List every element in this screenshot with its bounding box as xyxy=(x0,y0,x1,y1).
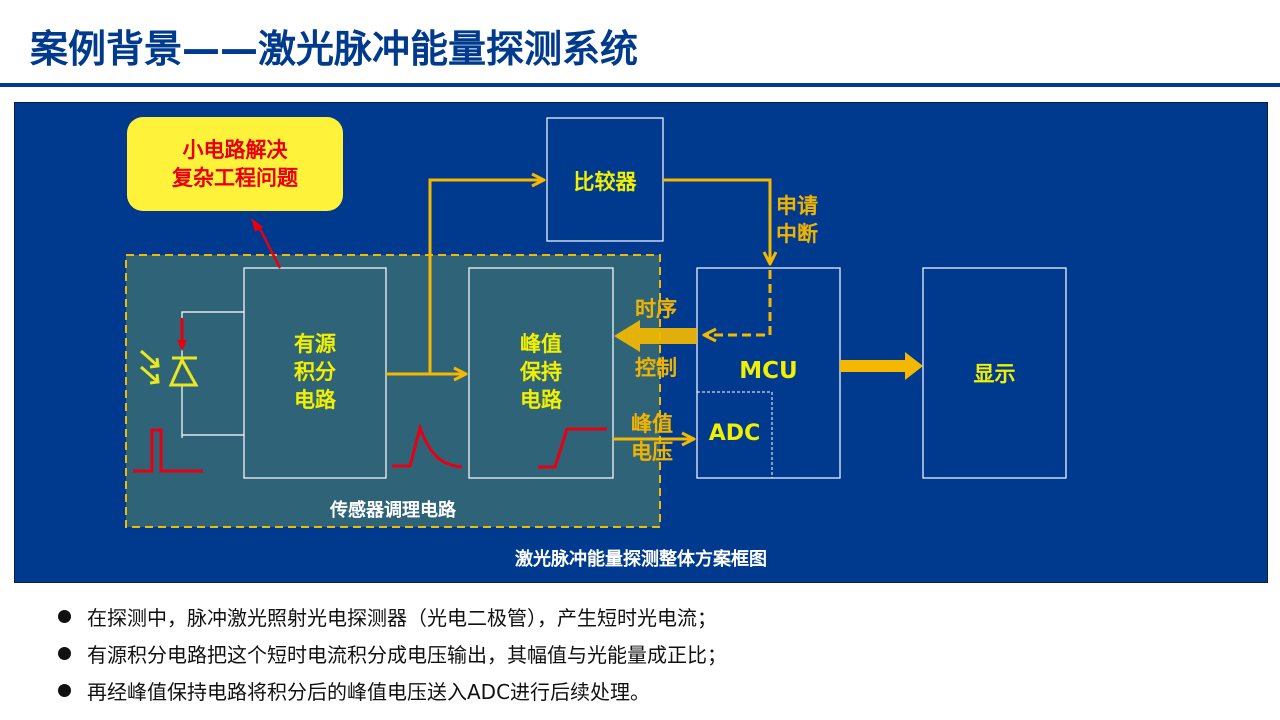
interrupt-request-label-line: 申请 xyxy=(776,194,818,218)
peak-hold-label-line: 保持 xyxy=(520,360,562,384)
callout-line-1: 小电路解决 xyxy=(182,138,288,162)
peak-hold-label-line: 电路 xyxy=(520,388,562,412)
pulse-waveform xyxy=(133,428,203,473)
peak-voltage-label-line: 电压 xyxy=(631,440,673,464)
bullet-item: 在探测中，脉冲激光照射光电探测器（光电二极管），产生短时光电流； xyxy=(58,598,727,635)
peak-voltage-label: 峰值 电压 xyxy=(631,410,673,466)
held-waveform xyxy=(538,427,607,469)
light-rays-icon xyxy=(140,349,160,385)
adc-label: ADC xyxy=(708,421,761,446)
interrupt-request-label: 申请 中断 xyxy=(776,192,818,248)
display-block xyxy=(922,267,1067,479)
timing-label-bottom: 控制 xyxy=(635,356,677,380)
mcu-block xyxy=(696,267,841,479)
callout-pointer-icon xyxy=(251,218,282,269)
sensor-group-box xyxy=(125,254,661,528)
timing-control-arrow xyxy=(614,320,697,352)
comparator-label: 比较器 xyxy=(573,170,637,194)
photodiode-icon xyxy=(168,356,199,387)
integrator-label-line: 有源 xyxy=(294,332,336,356)
title-divider xyxy=(0,83,1280,87)
bullet-list: 在探测中，脉冲激光照射光电探测器（光电二极管），产生短时光电流； 有源积分电路把… xyxy=(58,598,727,709)
current-arrow-icon xyxy=(177,318,187,351)
diagram-caption: 激光脉冲能量探测整体方案框图 xyxy=(515,549,767,570)
peak-hold-label-line: 峰值 xyxy=(520,332,562,356)
slide-title: 案例背景——激光脉冲能量探测系统 xyxy=(30,27,639,71)
interrupt-request-arrow xyxy=(663,178,770,264)
bullet-text: 在探测中，脉冲激光照射光电探测器（光电二极管），产生短时光电流； xyxy=(87,606,717,630)
internal-dashed-path xyxy=(704,270,772,335)
bullet-item: 再经峰值保持电路将积分后的峰值电压送入ADC进行后续处理。 xyxy=(58,672,727,709)
peak-hold-block xyxy=(468,267,614,479)
integrator-label-line: 电路 xyxy=(294,388,336,412)
bullet-item: 有源积分电路把这个短时电流积分成电压输出，其幅值与光能量成正比； xyxy=(58,635,727,672)
timing-label-top: 时序 xyxy=(635,297,677,321)
bullet-text: 再经峰值保持电路将积分后的峰值电压送入ADC进行后续处理。 xyxy=(87,680,651,704)
peak-hold-label: 峰值 保持 电路 xyxy=(469,330,613,414)
peak-voltage-label-line: 峰值 xyxy=(631,412,673,436)
mcu-to-display-arrow xyxy=(840,352,923,380)
integrator-label: 有源 积分 电路 xyxy=(244,330,386,414)
interrupt-request-label-line: 中断 xyxy=(776,222,818,246)
integrator-to-comparator-arrow xyxy=(428,180,544,374)
mcu-label: MCU xyxy=(739,358,798,384)
display-label: 显示 xyxy=(973,362,1016,386)
adc-sub-block xyxy=(697,391,773,478)
callout-box: 小电路解决 复杂工程问题 xyxy=(127,117,343,211)
sensor-group-label: 传感器调理电路 xyxy=(330,500,456,521)
integrated-waveform xyxy=(392,423,463,469)
bullet-dot-icon xyxy=(58,610,71,623)
integrator-label-line: 积分 xyxy=(294,360,336,384)
bullet-text: 有源积分电路把这个短时电流积分成电压输出，其幅值与光能量成正比； xyxy=(87,643,727,667)
bullet-dot-icon xyxy=(58,684,71,697)
callout-line-2: 复杂工程问题 xyxy=(172,166,298,190)
bullet-dot-icon xyxy=(58,647,71,660)
